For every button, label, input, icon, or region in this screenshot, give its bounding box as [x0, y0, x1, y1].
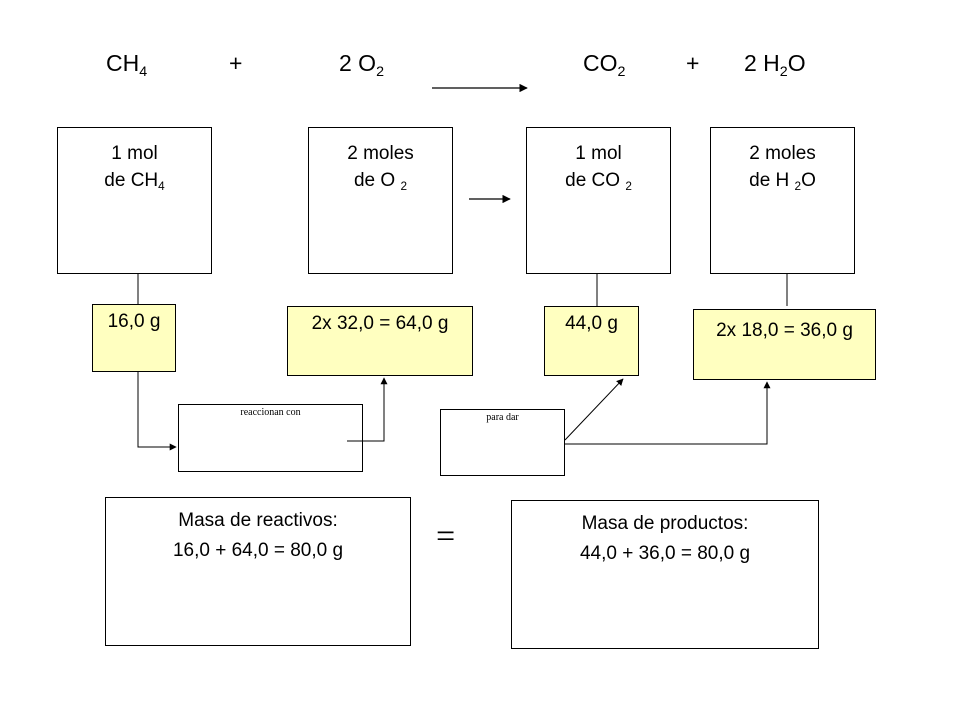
molecule-box-h2o: 2 moles de H 2O: [710, 127, 855, 274]
mass-box-co2: 44,0 g: [544, 306, 639, 376]
molecule-amount: 2 moles: [749, 143, 816, 164]
molecule-amount: 1 mol: [575, 143, 622, 164]
equation-o2: 2 O2: [339, 50, 385, 80]
arrow-give-to-h2o: [565, 381, 771, 445]
molecule-amount: 1 mol: [111, 143, 158, 164]
equation-ch4: CH4: [106, 50, 148, 80]
molecule-amount: 2 moles: [347, 143, 414, 164]
products-mass-box: Masa de productos: 44,0 + 36,0 = 80,0 g: [511, 500, 819, 649]
molecule-box-ch4: 1 mol de CH4: [57, 127, 212, 274]
molecule-box-co2: 1 mol de CO 2: [526, 127, 671, 274]
arrow-give-to-co2: [564, 378, 624, 441]
molecule-formula: de H 2O: [749, 170, 816, 194]
mass-box-h2o: 2x 18,0 = 36,0 g: [693, 309, 876, 380]
molecule-box-o2: 2 moles de O 2: [308, 127, 453, 274]
equals-sign: =: [436, 518, 456, 555]
molecule-formula: de CO 2: [565, 170, 632, 194]
connector-react-with: reaccionan con: [178, 404, 363, 472]
reactants-title: Masa de reactivos:: [178, 510, 338, 531]
products-title: Masa de productos:: [581, 513, 749, 534]
mass-box-ch4: 16,0 g: [92, 304, 176, 372]
products-calc: 44,0 + 36,0 = 80,0 g: [579, 543, 751, 564]
reactants-calc: 16,0 + 64,0 = 80,0 g: [172, 540, 344, 561]
equation-co2: CO2: [583, 50, 626, 80]
equation-plus-1: +: [229, 50, 243, 76]
mass-box-o2: 2x 32,0 = 64,0 g: [287, 306, 473, 376]
connector-to-give: para dar: [440, 409, 565, 476]
arrow-ch4-to-react: [137, 372, 177, 451]
equation-plus-2: +: [686, 50, 700, 76]
reactants-mass-box: Masa de reactivos: 16,0 + 64,0 = 80,0 g: [105, 497, 411, 646]
molecule-formula: de CH4: [104, 170, 165, 194]
arrow-react-to-o2: [347, 377, 388, 442]
molecule-formula: de O 2: [353, 170, 408, 194]
equation-h2o: 2 H2O: [744, 50, 806, 80]
